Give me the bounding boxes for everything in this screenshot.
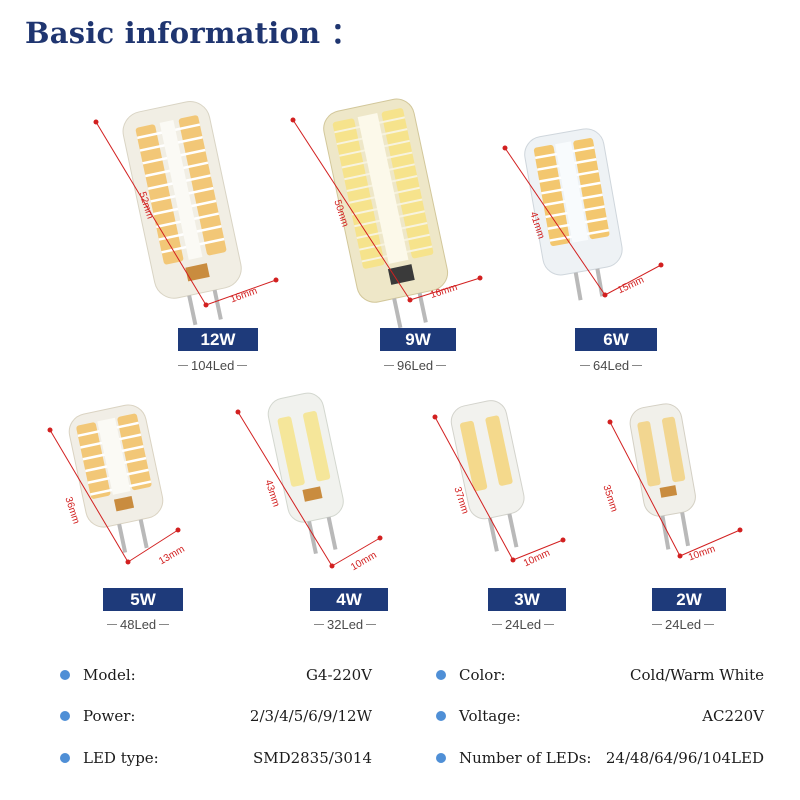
spec-voltage-value: AC220V [702, 707, 764, 725]
dot-icon [436, 670, 446, 680]
bulb-9w-led-count: 96Led [384, 358, 447, 373]
bulb-5w-led-text: 48Led [120, 617, 157, 632]
bulb-5w-power-badge: 5W [103, 588, 183, 611]
bulb-4w: 43mm 10mm [230, 388, 390, 578]
dot-icon [60, 711, 70, 721]
dot-icon [60, 753, 70, 763]
bulb-5w-image [47, 404, 181, 565]
bulb-4w-led-text: 32Led [327, 617, 364, 632]
bulb-3w-power-badge: 3W [488, 588, 566, 611]
bulb-12w-power-badge: 12W [178, 328, 258, 351]
bulb-2w-power-badge: 2W [652, 588, 726, 611]
spec-model-value: G4-220V [305, 666, 372, 684]
bulb-6w-image [502, 128, 664, 301]
bulb-12w-image [93, 101, 279, 326]
bulb-3w: 37mm 10mm [415, 395, 575, 580]
bulb-3w-led-text: 24Led [505, 617, 542, 632]
bulb-9w: 50mm 16mm [285, 78, 485, 329]
dot-icon [436, 753, 446, 763]
spec-model: Model: G4-220V [60, 663, 372, 687]
bulb-12w: 52mm 16mm [80, 75, 280, 326]
spec-color-value: Cold/Warm White [630, 666, 764, 684]
bulb-4w-power-badge: 4W [310, 588, 388, 611]
bulb-6w-led-count: 64Led [580, 358, 643, 373]
spec-power: Power: 2/3/4/5/6/9/12W [60, 704, 372, 728]
bulb-2w: 35mm 10mm [590, 398, 760, 578]
bulb-9w-led-text: 96Led [397, 358, 434, 373]
spec-power-label: Power: [83, 707, 136, 725]
bulb-12w-led-text: 104Led [191, 358, 235, 373]
bulb-6w-power-badge: 6W [575, 328, 657, 351]
spec-voltage-label: Voltage: [459, 707, 521, 725]
bulb-3w-led-count: 24Led [492, 617, 555, 632]
spec-model-label: Model: [83, 666, 136, 684]
spec-led-type: LED type: SMD2835/3014 [60, 746, 372, 770]
bulb-2w-led-count: 24Led [652, 617, 715, 632]
spec-power-value: 2/3/4/5/6/9/12W [249, 707, 372, 725]
spec-number-of-leds-value: 24/48/64/96/104LED [605, 749, 764, 767]
bulb-2w-image [607, 403, 743, 559]
page-title: Basic information ： [25, 16, 360, 50]
dot-icon [60, 670, 70, 680]
bulb-9w-power-badge: 9W [380, 328, 456, 351]
bulb-6w: 41mm 15mm [495, 120, 675, 310]
spec-led-type-value: SMD2835/3014 [252, 749, 372, 767]
spec-color-label: Color: [459, 666, 506, 684]
bulb-4w-image [235, 392, 383, 569]
bulb-5w: 36mm 13mm [40, 400, 200, 575]
spec-voltage: Voltage: AC220V [436, 704, 764, 728]
spec-color: Color: Cold/Warm White [436, 663, 764, 687]
spec-led-type-label: LED type: [83, 749, 159, 767]
bulb-12w-led-count: 104Led [178, 358, 248, 373]
bulb-4w-led-count: 32Led [314, 617, 377, 632]
spec-number-of-leds: Number of LEDs: 24/48/64/96/104LED [436, 746, 764, 770]
spec-number-of-leds-label: Number of LEDs: [459, 749, 592, 767]
bulb-6w-led-text: 64Led [593, 358, 630, 373]
bulb-5w-led-count: 48Led [107, 617, 170, 632]
bulb-3w-image [432, 400, 566, 563]
bulb-2w-led-text: 24Led [665, 617, 702, 632]
dot-icon [436, 711, 446, 721]
bulb-9w-image [290, 98, 483, 329]
